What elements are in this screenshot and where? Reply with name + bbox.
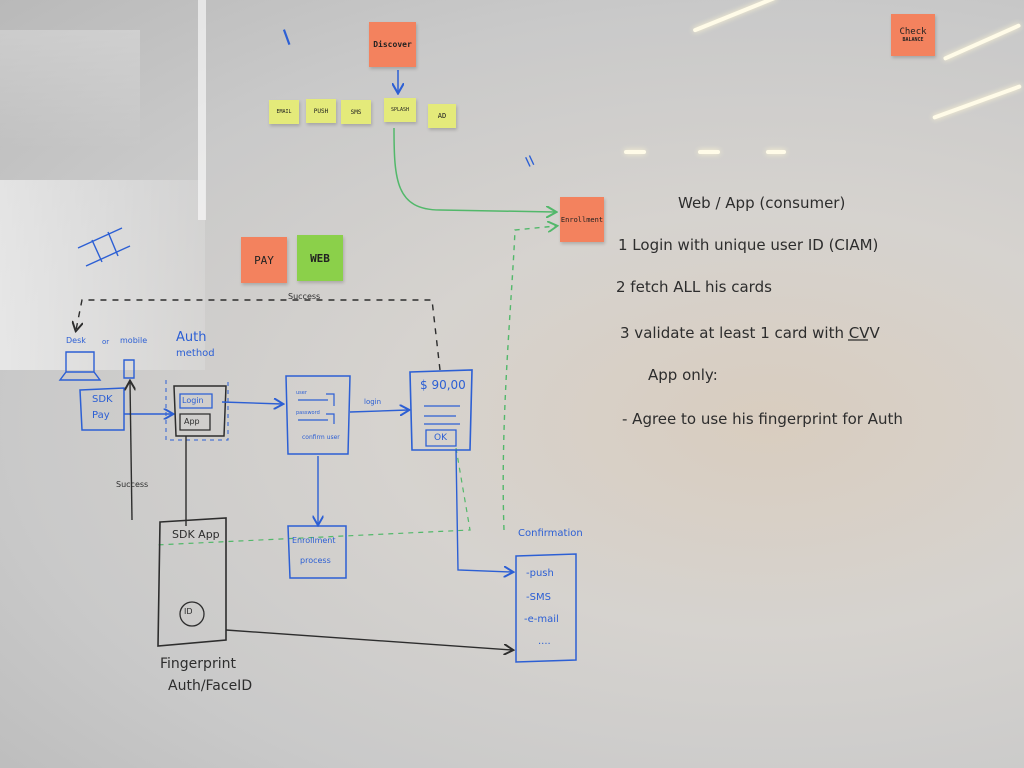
ok-button-outline	[425, 429, 457, 447]
sticky-enrollment: Enrollment	[560, 197, 604, 242]
sdk-app-box	[157, 517, 227, 647]
sticky-sms: SMS	[341, 100, 371, 124]
sdk-app-label: SDK App	[172, 528, 220, 541]
login-to-form-arrow	[221, 402, 282, 404]
roman-three-ladder	[77, 227, 131, 267]
ceiling-light	[766, 150, 786, 154]
success-left-label: Success	[116, 480, 149, 489]
sticky-push: PUSH	[306, 99, 336, 123]
faceid-label: Auth/FaceID	[168, 678, 253, 694]
enrollment-process-box	[287, 525, 347, 579]
confirmation-item-email: -e-mail	[524, 614, 559, 625]
login-arrow-label: login	[364, 398, 382, 406]
confirmation-item-push: -push	[526, 568, 554, 579]
balance-label: BALANCE	[902, 37, 924, 43]
notes-line-5: - Agree to use his fingerprint for Auth	[622, 410, 903, 428]
password-field-label: password	[296, 410, 320, 416]
auth-method-dashed	[165, 380, 229, 441]
success-dashed-loop	[76, 299, 441, 371]
sdk-pay-label-2: Pay	[92, 410, 110, 421]
notes-heading: Web / App (consumer)	[678, 194, 846, 212]
user-field-label: user	[296, 390, 307, 396]
payment-amount: $ 90,00	[420, 378, 466, 392]
auth-method-title: Auth	[176, 330, 207, 345]
mobile-label: mobile	[120, 336, 148, 345]
login-box-outline	[179, 393, 213, 409]
login-form-box	[285, 375, 351, 455]
confirmation-item-sms: -SMS	[526, 592, 551, 603]
sticky-email: EMAIL	[269, 100, 299, 124]
sticky-pay: PAY	[241, 237, 287, 283]
enrollment-feedback-dashed	[502, 226, 556, 531]
enrollment-process-label: Enrollment	[292, 536, 336, 545]
success-left-arrow	[130, 382, 132, 521]
splash-to-enrollment-line	[393, 127, 555, 212]
sdk-to-confirmation-arrow	[225, 629, 512, 650]
confirmation-item-more: ....	[538, 636, 551, 647]
ok-button-label: OK	[434, 433, 447, 443]
sticky-splash: SPLASH	[384, 98, 416, 122]
app-option-label: App	[184, 417, 200, 426]
fingerprint-label: Fingerprint	[160, 656, 236, 672]
auth-method-box	[173, 385, 227, 437]
login-option-label: Login	[182, 396, 204, 405]
sdk-pay-label: SDK	[92, 394, 113, 405]
sdk-pay-box	[79, 387, 125, 431]
form-to-payment-arrow	[349, 410, 408, 412]
app-box-outline	[179, 413, 211, 431]
form-field-lines	[298, 393, 335, 424]
confirm-user-label: confirm user	[302, 434, 340, 441]
payment-box	[409, 369, 473, 451]
success-top-label: Success	[288, 292, 321, 301]
window-reflection	[0, 30, 140, 150]
window-reflection	[0, 180, 205, 370]
notes-line-1: 1 Login with unique user ID (CIAM)	[618, 236, 879, 254]
laptop-icon	[58, 351, 102, 381]
enrollment-process-label-2: process	[300, 556, 331, 565]
desk-label: Desk	[66, 336, 86, 345]
confirmation-title: Confirmation	[518, 528, 583, 539]
auth-method-subtitle: method	[176, 348, 215, 359]
fingerprint-icon	[179, 601, 205, 627]
or-label: or	[102, 338, 110, 346]
notes-line-4: App only:	[648, 366, 718, 384]
sticky-ad: AD	[428, 104, 456, 128]
notes-line-3: 3 validate at least 1 card with CVV	[620, 324, 880, 342]
confirmation-box	[515, 553, 577, 663]
ok-to-sdk-app-dashed	[154, 447, 471, 546]
payment-lines	[424, 405, 460, 425]
payment-to-confirmation-arrow	[455, 449, 512, 572]
window-frame-reflection	[198, 0, 206, 220]
check-label: Check	[899, 27, 927, 37]
phone-icon	[123, 359, 135, 379]
ceiling-light	[698, 150, 720, 154]
notes-line-2: 2 fetch ALL his cards	[616, 278, 772, 296]
ceiling-light	[624, 150, 646, 154]
fingerprint-id-icon-label: ID	[184, 607, 193, 616]
sticky-discover: Discover	[369, 22, 416, 67]
sticky-check-balance: Check BALANCE	[891, 14, 935, 56]
sticky-web: WEB	[297, 235, 343, 281]
